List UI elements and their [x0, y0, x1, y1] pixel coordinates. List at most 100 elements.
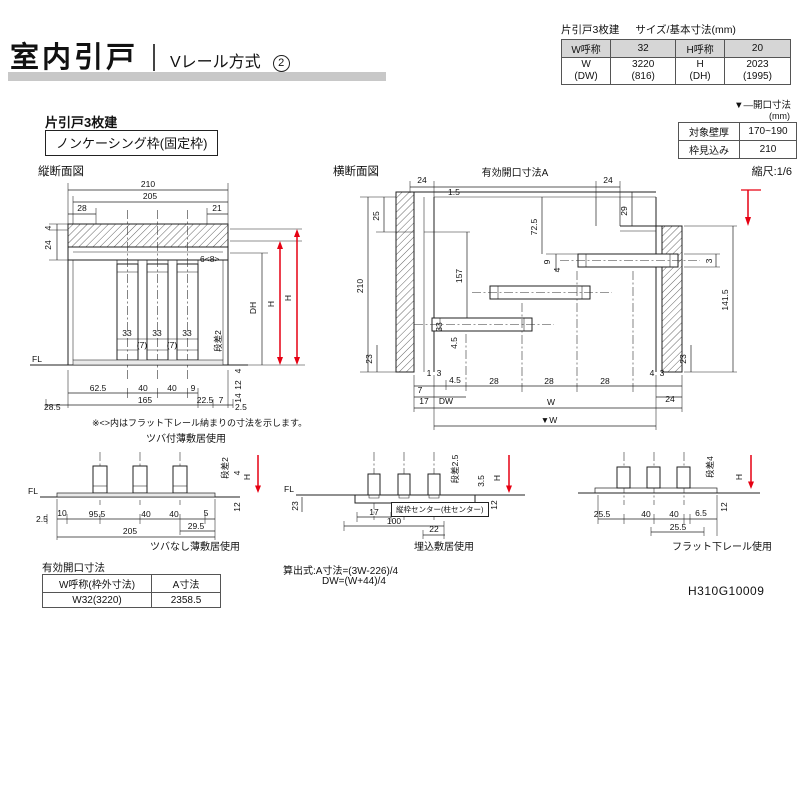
dim-label: FL — [32, 354, 42, 364]
horizontal-section-linework: 24有効開口寸法A241.5252972.5941572103141.5334.… — [355, 166, 737, 430]
dim-label: 28 — [544, 376, 554, 386]
dim-label: 33 — [122, 328, 132, 338]
dim-label: 29.5 — [188, 521, 205, 531]
dim-label: 1.5 — [448, 187, 460, 197]
dim-label: 28 — [489, 376, 499, 386]
dim-label: 段差2 — [213, 330, 223, 352]
dim-label: 95.5 — [89, 509, 106, 519]
size-table: W呼称 32 H呼称 20 W (DW) 3220 (816) H (DH) — [560, 39, 792, 85]
dim-label: (7) — [167, 340, 178, 350]
dim-label: 3 — [437, 368, 442, 378]
dim-label: 24 — [43, 240, 53, 250]
dim-label: 33 — [152, 328, 162, 338]
dim-label: 40 — [138, 383, 148, 393]
dim-label: 62.5 — [90, 383, 107, 393]
title-separator — [153, 44, 155, 71]
dim-label: 3 — [660, 368, 665, 378]
vertical-section-title: 縦断面図 — [38, 166, 84, 178]
formula-dw: DW=(W+44)/4 — [322, 576, 386, 587]
dim-label: 3 — [704, 258, 714, 263]
dim-label: 25.5 — [670, 522, 687, 532]
dim-label: 40 — [641, 509, 651, 519]
dim-label: 210 — [141, 179, 155, 189]
dim-label: 5 — [204, 508, 209, 518]
method-number-badge: 2 — [272, 55, 290, 72]
dim-label: 12 — [719, 502, 729, 512]
dim-label: 4 — [43, 225, 53, 230]
dim-label: 28 — [600, 376, 610, 386]
w-value-cell: 3220 (816) — [610, 57, 677, 85]
dim-label: 14 — [233, 393, 243, 403]
dim-label: 22.5 — [197, 395, 214, 405]
dim-label: DW — [439, 396, 453, 406]
dim-label: 141.5 — [720, 289, 730, 311]
dim-label: 7 — [418, 385, 423, 395]
dim-label: DH — [248, 302, 258, 314]
horizontal-section-title: 横断面図 — [333, 166, 379, 178]
dim-label: 21 — [212, 203, 222, 213]
jamb-center-callout: 縦枠センター(柱センター) — [391, 502, 489, 517]
dim-label: FL — [28, 486, 38, 496]
dim-label: 28 — [77, 203, 87, 213]
h-dim-label: H — [696, 59, 704, 70]
h-dim-sub: (DH) — [689, 71, 711, 82]
h-dim-cell: H (DH) — [675, 57, 725, 85]
formula-a-dimension: 算出式:A寸法=(3W-226)/4 — [283, 566, 399, 577]
section-subtitle: 片引戸3枚建 — [45, 115, 118, 130]
dim-label: 9 — [191, 383, 196, 393]
w-name-value: 32 — [610, 39, 677, 58]
dim-label: 12 — [489, 500, 499, 510]
dim-label: 40 — [169, 509, 179, 519]
dim-label: 4 — [650, 368, 655, 378]
dim-label: 有効開口寸法A — [482, 166, 549, 179]
dim-label: 2.5 — [235, 402, 247, 412]
dim-label: 33 — [434, 322, 444, 332]
w-name-header: W呼称 — [560, 39, 612, 58]
dim-label: 25.5 — [594, 509, 611, 519]
dim-label: 9 — [542, 259, 552, 264]
dim-label: 6.5 — [695, 508, 707, 518]
dim-label: 24 — [417, 175, 427, 185]
opening-col1-header: W呼称(枠外寸法) — [42, 574, 152, 593]
w-value: 3220 — [632, 59, 655, 70]
document-number: H310G10009 — [688, 584, 765, 598]
dim-label: 210 — [355, 279, 365, 293]
dim-label: 28.5 — [44, 402, 61, 412]
dim-label: 段差2.5 — [450, 454, 460, 483]
dim-label: 33 — [182, 328, 192, 338]
dim-label: 段差2 — [220, 457, 230, 479]
caption-thin-sill: ツバなし薄敷居使用 — [150, 542, 240, 553]
dim-label: 40 — [167, 383, 177, 393]
dim-label: 25 — [371, 211, 381, 221]
dim-label: 165 — [138, 395, 152, 405]
dim-label: 40 — [141, 509, 151, 519]
caption-flanged-thin-sill: ツバ付薄敷居使用 — [146, 434, 226, 445]
page-title: 室内引戸 — [10, 42, 139, 74]
dim-label: 17 — [419, 396, 429, 406]
dim-label: (7) — [137, 340, 148, 350]
dim-label: 4 — [233, 368, 243, 373]
opening-w-value: W32(3220) — [42, 592, 152, 608]
wall-thickness-label: 対象壁厚 — [678, 122, 740, 141]
dim-label: 6<8> — [200, 254, 219, 264]
opening-a-value: 2358.5 — [151, 592, 221, 608]
dim-label: 12 — [232, 502, 242, 512]
dim-label: 29 — [619, 206, 629, 216]
opening-reference-arrow — [741, 189, 761, 226]
unit-note: (mm) — [769, 111, 790, 121]
dim-label: 10 — [57, 508, 67, 518]
vertical-section-linework: 21020528214246<8>DHHH333333(7)(7)段差2FL62… — [30, 179, 305, 412]
dim-label: 4.5 — [449, 337, 459, 349]
dim-label: 17 — [369, 507, 379, 517]
dim-label: 4 — [232, 470, 242, 475]
h-value: 2023 — [746, 59, 769, 70]
height-dimension-arrows — [277, 229, 300, 365]
dim-label: H — [734, 474, 744, 480]
scale-note: 縮尺:1/6 — [751, 166, 792, 178]
dim-label: 24 — [665, 394, 675, 404]
dim-label: FL — [284, 484, 294, 494]
dim-label: 72.5 — [529, 218, 539, 235]
